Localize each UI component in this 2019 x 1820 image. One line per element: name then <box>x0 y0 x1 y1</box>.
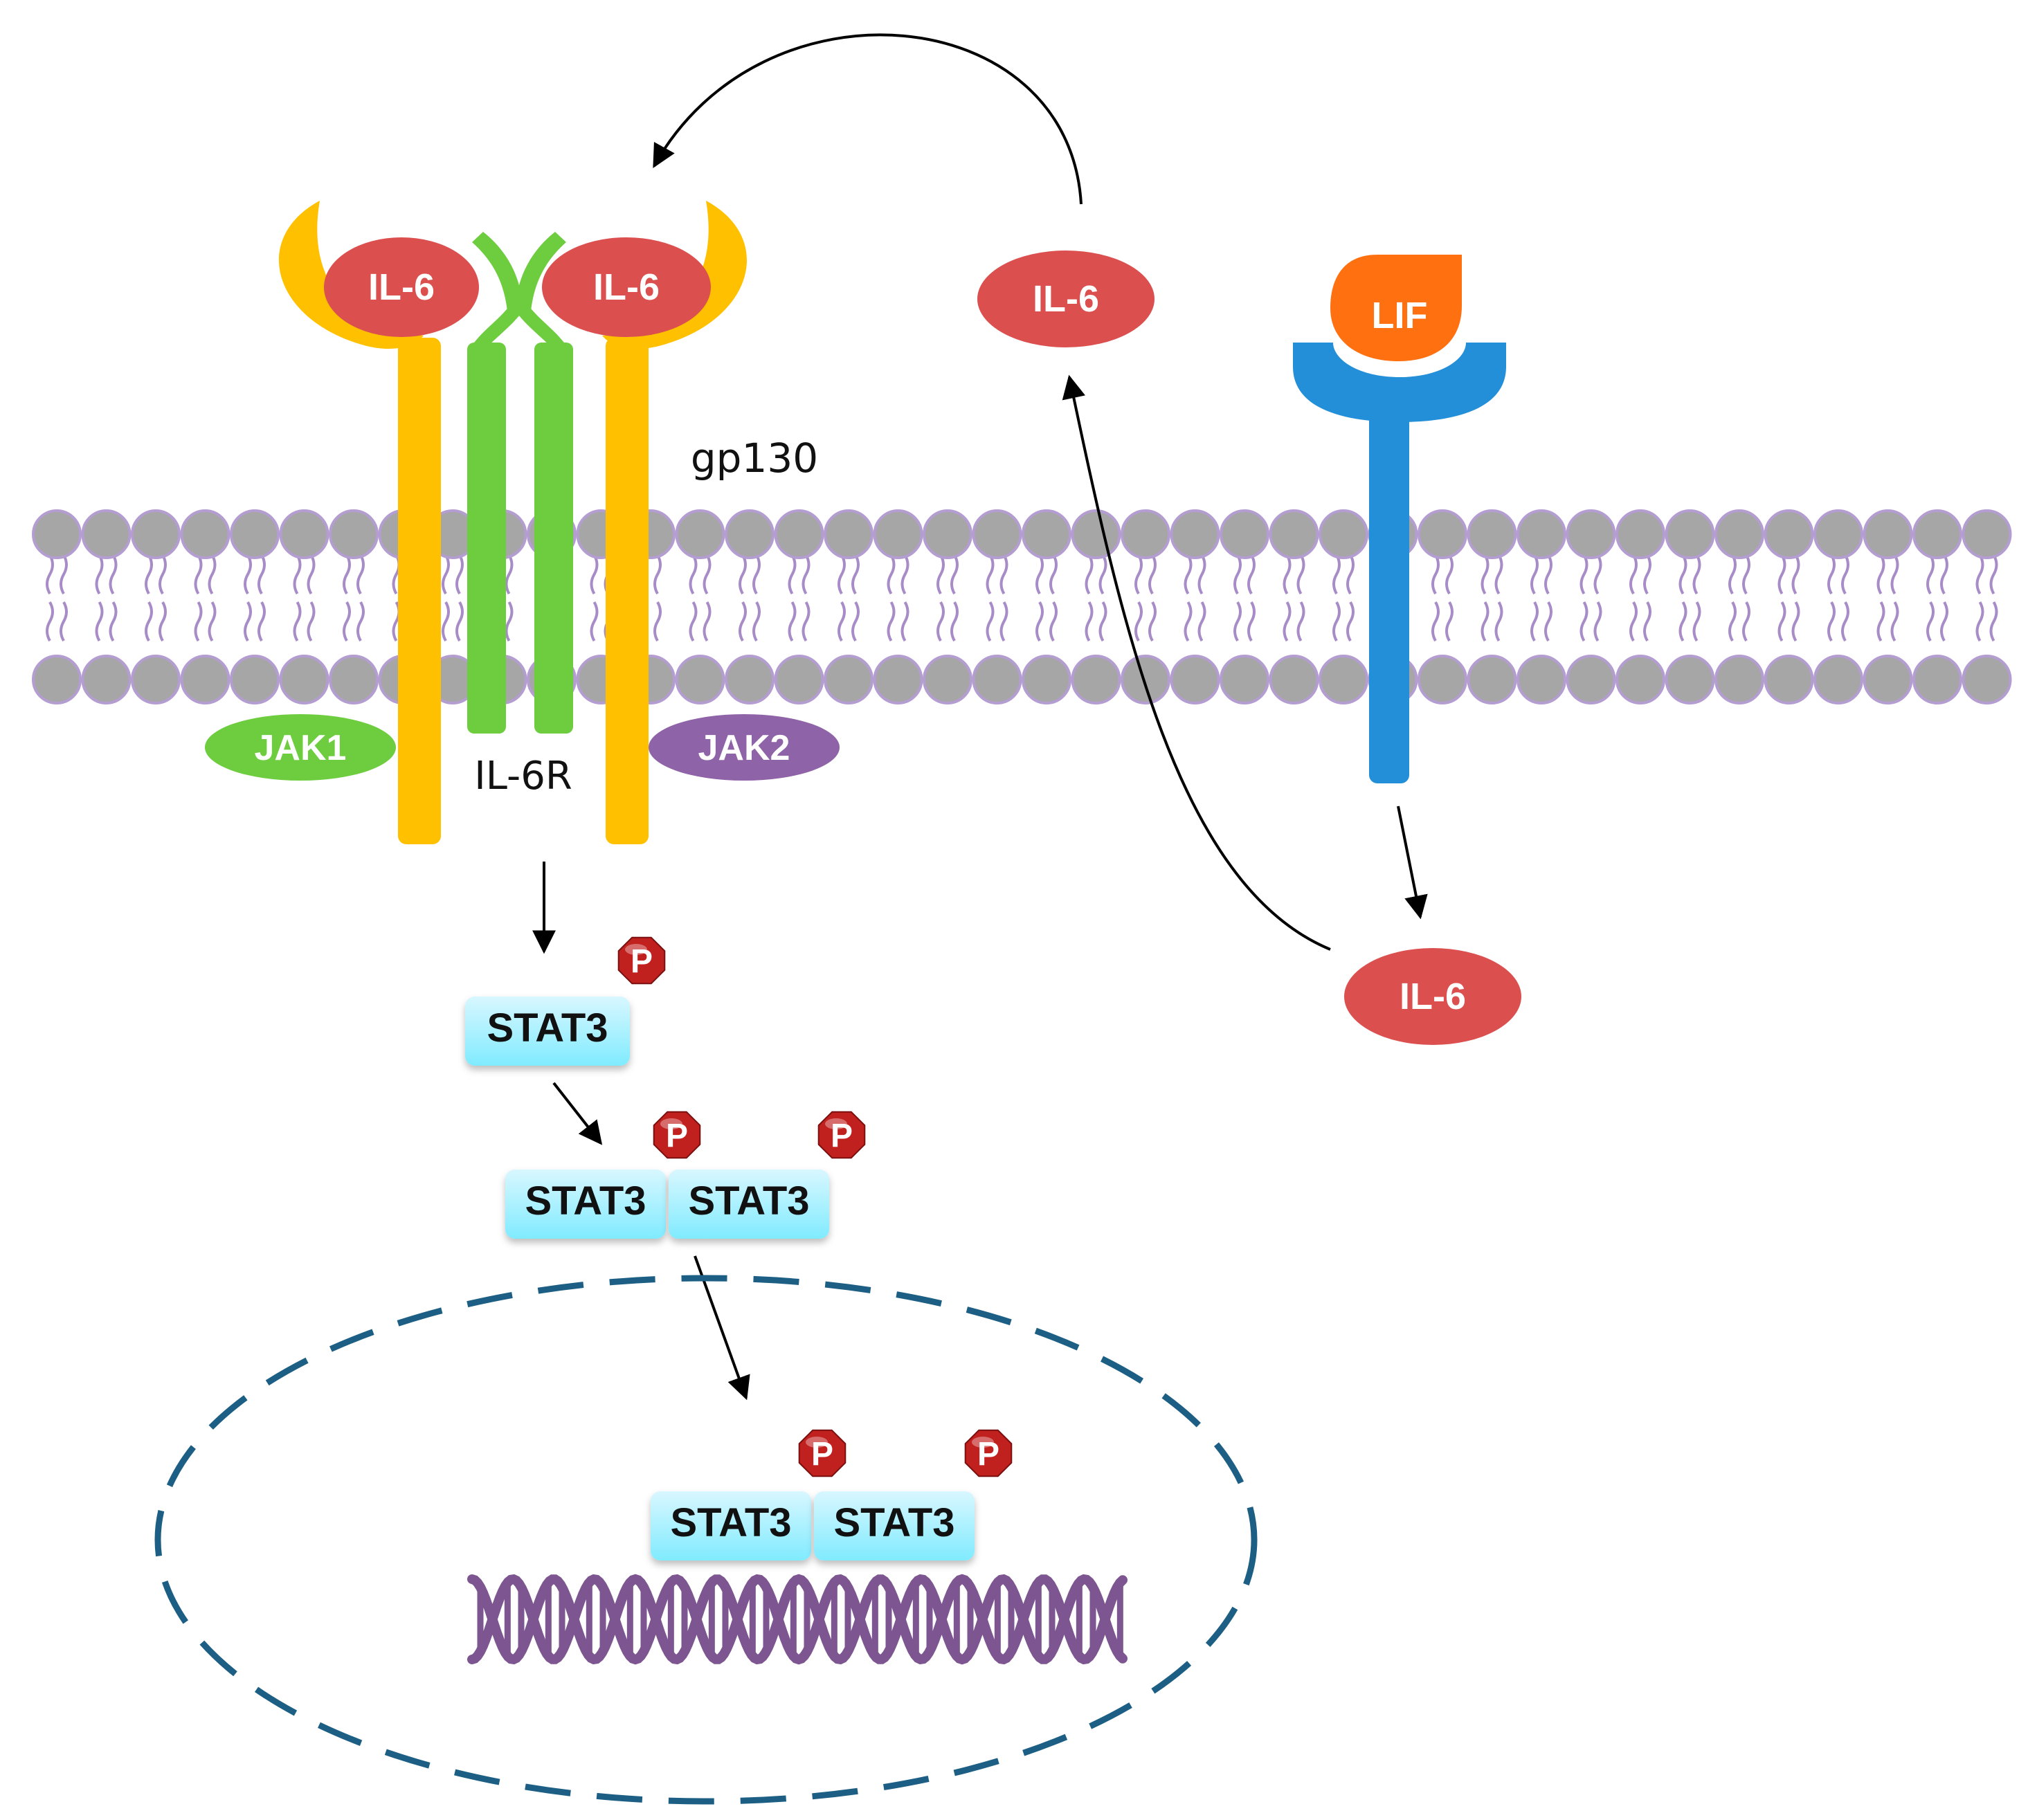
lif-label: LIF <box>1372 295 1428 336</box>
il6r-right-stem <box>534 343 573 734</box>
phosphate-label: P <box>666 1118 688 1154</box>
lipid-pair <box>675 509 725 704</box>
arrow-stat3-to-dimer <box>552 1082 603 1145</box>
lif-receptor-cup <box>1293 343 1506 422</box>
lipid-pair <box>1665 509 1715 704</box>
lipid-pair <box>824 509 873 704</box>
phosphate-label: P <box>811 1436 833 1473</box>
phosphate-badge: P <box>798 1429 846 1477</box>
lipid-pair <box>1764 509 1814 704</box>
lipid-pair <box>1516 509 1566 704</box>
gp130-label: gp130 <box>691 435 818 482</box>
lipid-pair <box>1467 509 1517 704</box>
cell-membrane <box>32 509 2012 704</box>
phosphate-label: P <box>631 943 653 980</box>
stat3-dimer-left-label: STAT3 <box>525 1179 646 1223</box>
stat3-dimer-cytoplasm: STAT3 STAT3 <box>505 1170 829 1239</box>
stat3-dimer-nucleus: STAT3 STAT3 <box>651 1491 975 1560</box>
lipid-pair <box>1418 509 1467 704</box>
lipid-pair <box>1912 509 1962 704</box>
phosphate-label: P <box>831 1118 853 1154</box>
jak1-kinase: JAK1 <box>205 714 396 781</box>
il6-ligand-left-label: IL-6 <box>368 266 435 308</box>
jak2-kinase: JAK2 <box>649 714 840 781</box>
lipid-pair <box>32 509 82 704</box>
il6r-crown-right-lower <box>516 298 564 349</box>
stat3-monomer: STAT3 <box>465 997 630 1066</box>
lipid-pair <box>1170 509 1220 704</box>
phosphate-badge: P <box>817 1111 866 1159</box>
lipid-pair <box>180 509 230 704</box>
lipid-pair <box>972 509 1022 704</box>
phosphate-label: P <box>977 1436 999 1473</box>
gp130-left-stem <box>398 338 441 844</box>
lipid-pair <box>1813 509 1863 704</box>
stat3-monomer-label: STAT3 <box>487 1005 608 1050</box>
lipid-pair <box>1615 509 1665 704</box>
lipid-pair <box>1566 509 1616 704</box>
lipid-pair <box>279 509 329 704</box>
il6-receptor-complex: IL-6 IL-6 JAK1 JAK2 gp130 IL-6R <box>205 201 840 844</box>
jak1-label: JAK1 <box>255 728 347 768</box>
il6-induced-bottom: IL-6 <box>1344 948 1521 1045</box>
lipid-pair <box>1121 509 1170 704</box>
phosphate-badge: P <box>617 936 666 985</box>
nucleus-envelope <box>154 1275 1258 1805</box>
lipid-pair <box>1071 509 1121 704</box>
il6r-label: IL-6R <box>474 754 572 799</box>
dna-double-helix <box>467 1574 1128 1665</box>
arrow-il6-loop-up <box>1062 374 1331 951</box>
il6r-crown-right <box>516 232 566 311</box>
arrow-il6-to-receptor <box>653 33 1083 205</box>
lipid-pair <box>1319 509 1368 704</box>
lipid-pair <box>873 509 923 704</box>
lipid-pair <box>1863 509 1913 704</box>
il6-ligand-right-label: IL-6 <box>593 266 660 308</box>
il6-secreted-top-label: IL-6 <box>1033 278 1099 320</box>
lipid-pair <box>725 509 775 704</box>
lipid-pair <box>81 509 132 704</box>
phosphate-badge: P <box>964 1429 1013 1477</box>
il6-ligand-left: IL-6 <box>324 237 479 337</box>
il6-secreted-top: IL-6 <box>977 251 1155 347</box>
il6r-crown-left-lower <box>474 298 523 349</box>
lipid-pair <box>230 509 280 704</box>
arrow-lif-to-il6 <box>1397 806 1428 920</box>
il6r-left-stem <box>467 343 506 734</box>
dna-strand-b <box>467 1574 1128 1665</box>
gp130-left-cup <box>278 201 424 349</box>
stat3-nuclear-left-label: STAT3 <box>670 1500 791 1545</box>
lipid-pair <box>1714 509 1764 704</box>
lipid-pair <box>131 509 181 704</box>
stat3-dimer-right-label: STAT3 <box>688 1179 809 1223</box>
lipid-pair <box>1022 509 1071 704</box>
il6-ligand-right: IL-6 <box>542 237 711 337</box>
gp130-right-stem <box>606 338 649 844</box>
lipid-pair <box>1220 509 1269 704</box>
il6r-crown-left <box>472 232 523 311</box>
stat3-nuclear-right-label: STAT3 <box>833 1500 954 1545</box>
lipid-pair <box>774 509 824 704</box>
lipid-pair <box>1269 509 1319 704</box>
phosphate-badge: P <box>653 1111 701 1159</box>
lif-receptor-complex: LIF <box>1293 255 1506 783</box>
lipid-pair <box>329 509 379 704</box>
lif-ligand: LIF <box>1330 255 1462 361</box>
phosphate-badges: P P P P P <box>617 936 1013 1477</box>
jak2-label: JAK2 <box>698 728 790 768</box>
lipid-pair <box>1962 509 2012 704</box>
lif-receptor-stem <box>1369 388 1409 783</box>
lipid-pair <box>923 509 972 704</box>
dna-strand-a <box>467 1574 1128 1665</box>
il6-induced-bottom-label: IL-6 <box>1400 976 1466 1017</box>
gp130-right-cup <box>602 201 748 349</box>
